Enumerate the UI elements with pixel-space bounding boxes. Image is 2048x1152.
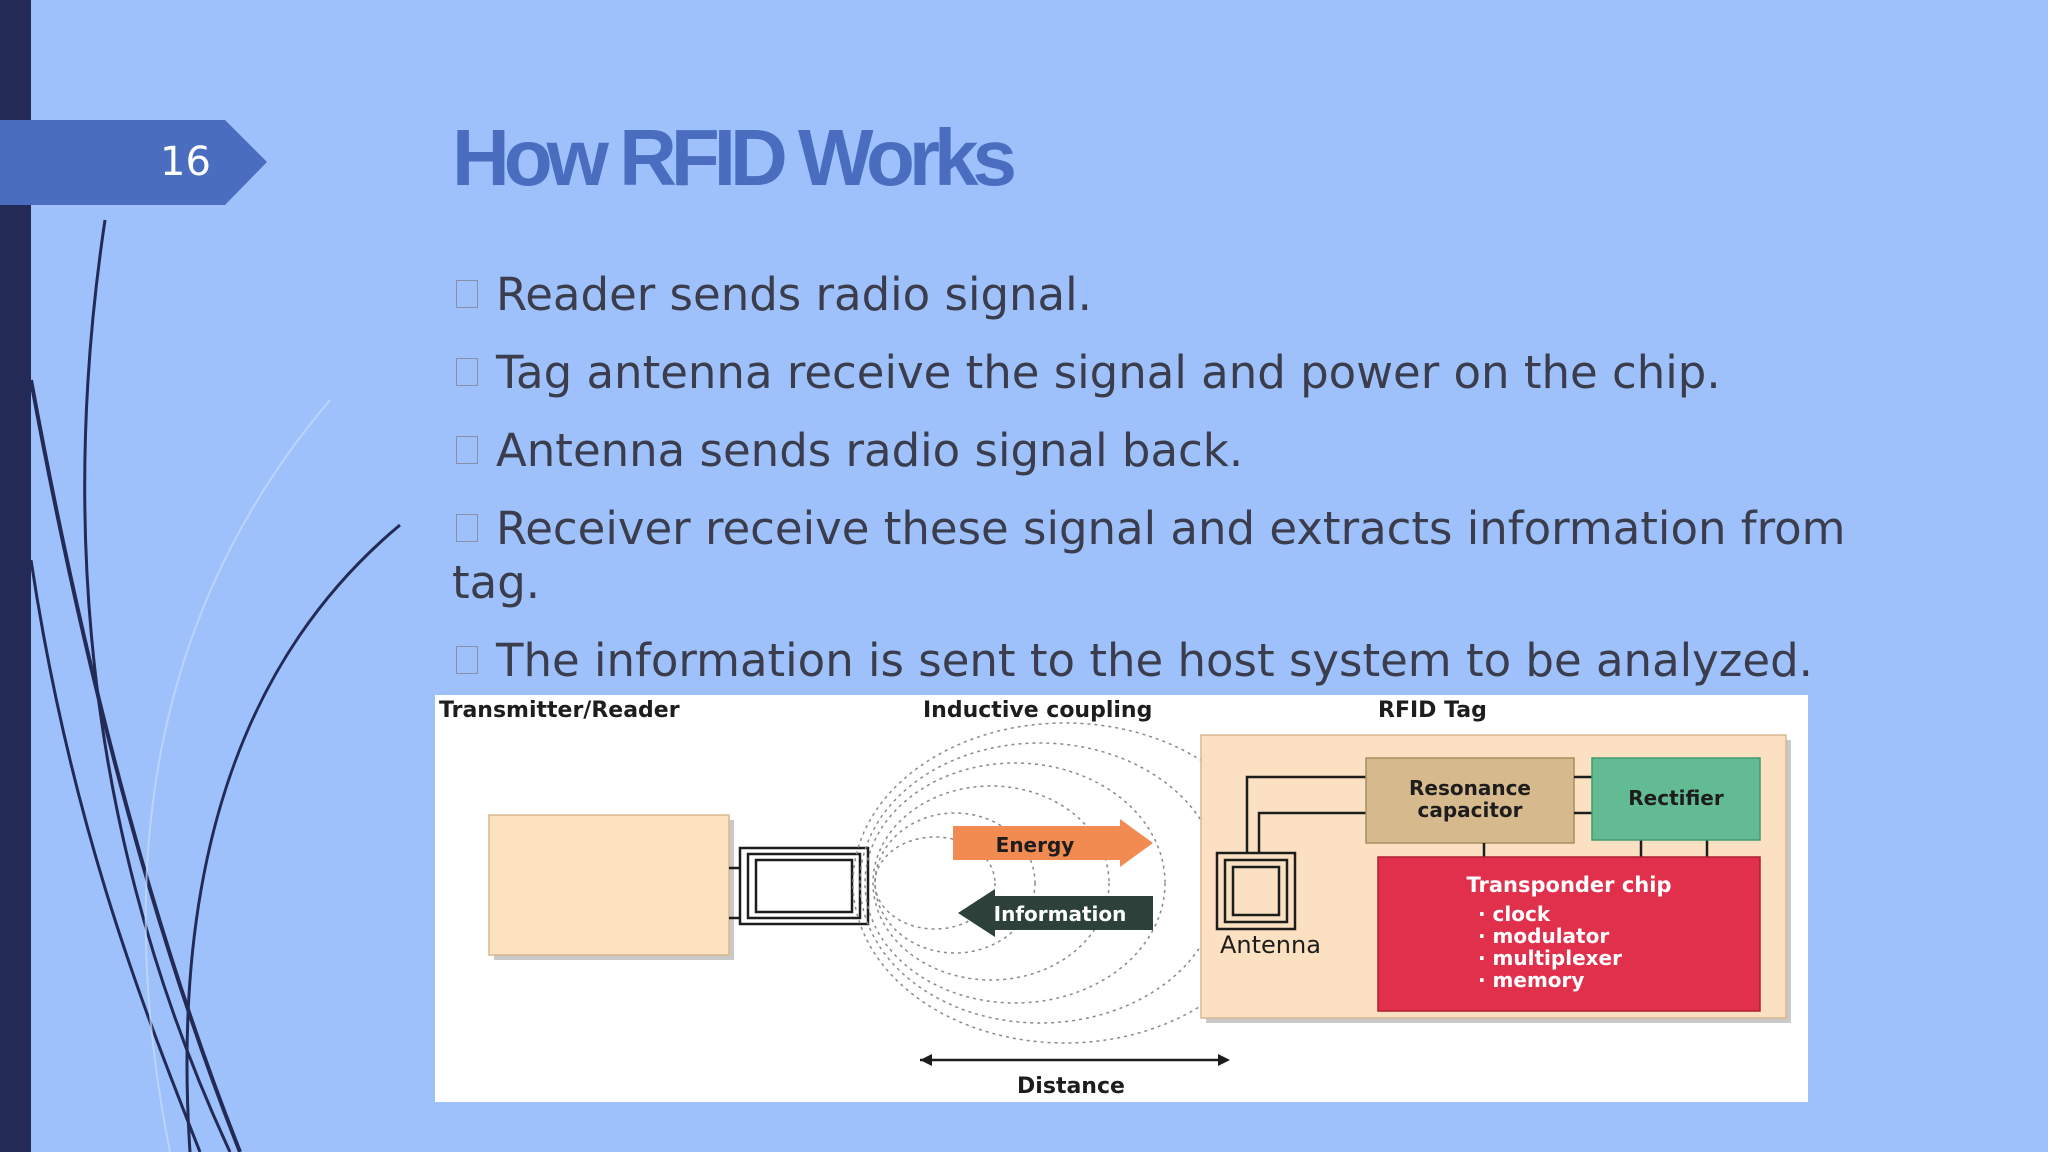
reader-box <box>488 814 730 956</box>
rectifier-box <box>1591 757 1761 841</box>
bullet-box-icon <box>456 646 478 674</box>
bullet-box-icon <box>456 436 478 464</box>
bullet-list: Reader sends radio signal. Tag antenna r… <box>452 268 1902 688</box>
distance-arrow <box>920 1054 1230 1066</box>
resonance-label-line1: Resonance <box>1409 776 1531 800</box>
label-coupling: Inductive coupling <box>923 698 1152 723</box>
label-transmitter: Transmitter/Reader <box>439 698 680 723</box>
energy-arrow <box>953 819 1153 867</box>
reader-coil <box>729 846 870 926</box>
resonance-capacitor-box <box>1365 757 1575 844</box>
bullet-item: Antenna sends radio signal back. <box>452 424 1902 478</box>
chip-item: · multiplexer <box>1478 946 1622 970</box>
rectifier-label: Rectifier <box>1628 786 1724 810</box>
chip-title: Transponder chip <box>1467 873 1672 897</box>
bullet-item: Reader sends radio signal. <box>452 268 1902 322</box>
information-label: Information <box>994 902 1127 926</box>
distance-label: Distance <box>1017 1074 1125 1099</box>
chip-item: · modulator <box>1478 924 1609 948</box>
bullet-box-icon <box>456 280 478 308</box>
bullet-box-icon <box>456 358 478 386</box>
tag-antenna-coil <box>1215 775 1366 931</box>
chip-item: · memory <box>1478 968 1584 992</box>
information-arrow <box>958 889 1153 937</box>
transponder-chip-box <box>1377 856 1761 1012</box>
bullet-item: Tag antenna receive the signal and power… <box>452 346 1902 400</box>
bullet-item: The information is sent to the host syst… <box>452 634 1902 688</box>
label-tag: RFID Tag <box>1378 698 1487 723</box>
bullet-box-icon <box>456 514 478 542</box>
rfid-diagram-svg: Transmitter/Reader Inductive coupling RF… <box>439 698 1791 1099</box>
bullet-item: Receiver receive these signal and extrac… <box>452 502 1846 609</box>
connector-lines <box>1482 775 1709 857</box>
rfid-diagram: Transmitter/Reader Inductive coupling RF… <box>435 695 1808 1102</box>
slide-number-tab <box>0 120 267 205</box>
antenna-label: Antenna <box>1220 931 1321 959</box>
slide-title: How RFID Works <box>452 113 1017 202</box>
slide-number: 16 <box>160 139 211 185</box>
chip-item: · clock <box>1478 902 1551 926</box>
resonance-label-line2: capacitor <box>1417 798 1522 822</box>
energy-label: Energy <box>996 833 1075 857</box>
decorative-swooshes <box>29 219 401 1152</box>
